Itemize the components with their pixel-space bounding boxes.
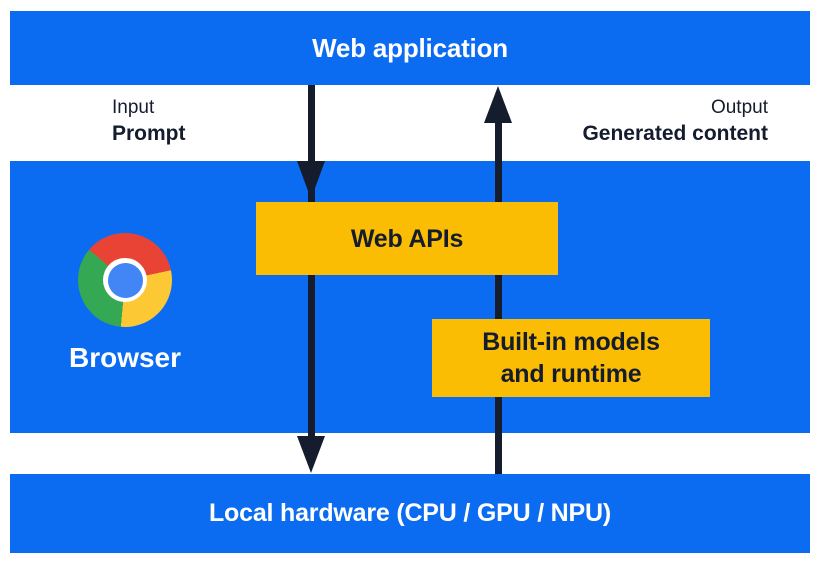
builtin-models-label-line2: and runtime	[500, 360, 642, 388]
local-hardware-label: Local hardware (CPU / GPU / NPU)	[208, 499, 611, 527]
web-apis-label: Web APIs	[350, 224, 464, 253]
input-kicker-label: Input	[112, 97, 155, 118]
input-label-group: Input Prompt	[112, 97, 186, 146]
output-label-group: Output Generated content	[582, 97, 768, 146]
output-kicker-label: Output	[710, 97, 768, 118]
output-value-label: Generated content	[582, 122, 768, 145]
chrome-logo-icon	[78, 233, 172, 327]
web-application-label: Web application	[312, 32, 508, 63]
arrow-down-icon	[297, 161, 325, 199]
arrow-down-icon	[297, 436, 325, 473]
chrome-logo-blue-center	[107, 262, 143, 298]
browser-label: Browser	[68, 342, 182, 373]
arrow-up-icon	[484, 86, 512, 123]
local-hardware-bar: Local hardware (CPU / GPU / NPU)	[10, 474, 810, 553]
output-flow-line	[495, 121, 502, 474]
builtin-models-box: Built-in models and runtime	[432, 319, 710, 397]
web-apis-box: Web APIs	[256, 202, 558, 275]
builtin-models-label-line1: Built-in models	[482, 328, 660, 356]
input-value-label: Prompt	[112, 122, 186, 145]
web-application-bar: Web application	[10, 11, 810, 85]
